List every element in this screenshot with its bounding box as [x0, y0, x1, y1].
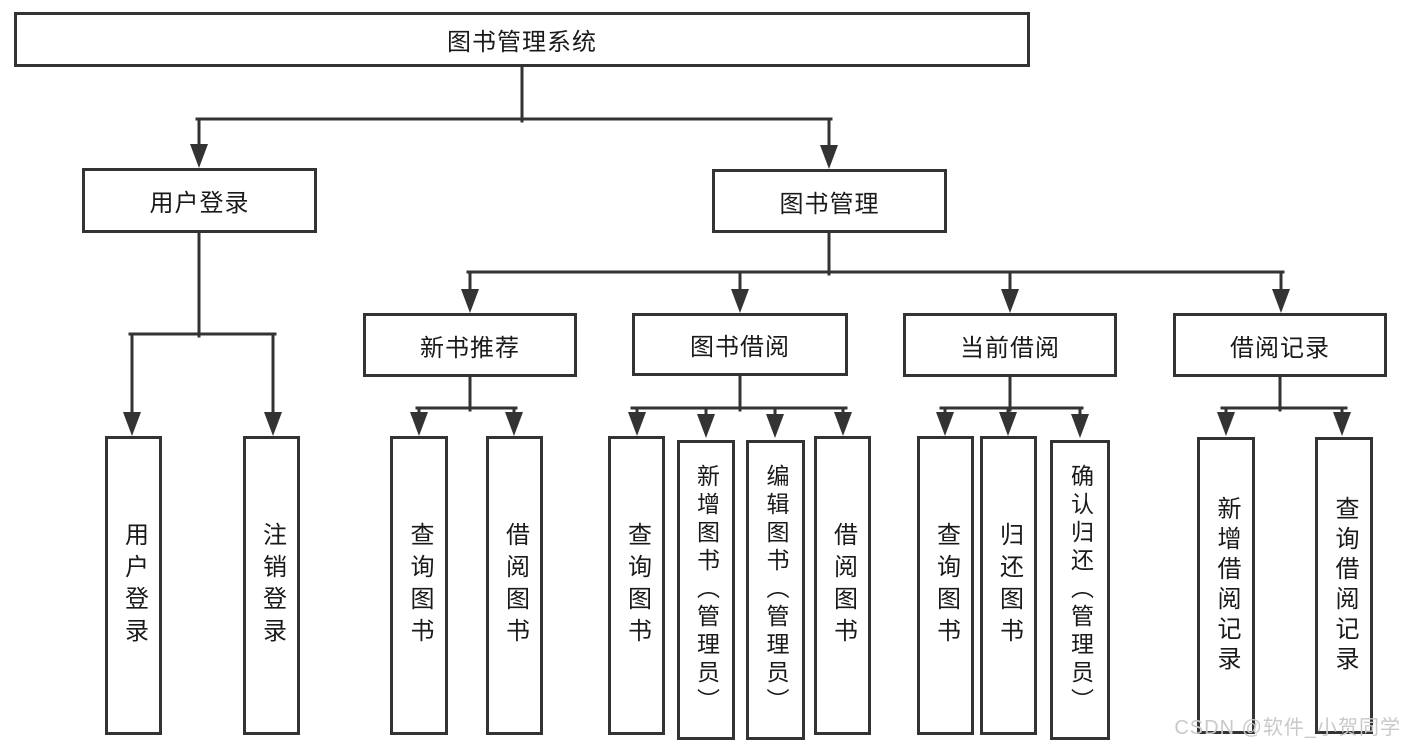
tree-branch-lines: [128, 65, 1348, 418]
leaf-current-confirm-return-admin: 确认归还（管理员）: [1050, 440, 1110, 740]
leaf-logout: 注销登录: [243, 436, 300, 735]
leaf-current-return-books: 归还图书: [980, 436, 1037, 735]
arrowhead-icons: [123, 144, 1351, 438]
node-book-borrow: 图书借阅: [632, 313, 848, 376]
leaf-newbook-query-books: 查询图书: [390, 436, 448, 735]
leaf-newbook-borrow-books: 借阅图书: [486, 436, 543, 735]
node-borrow-records: 借阅记录: [1173, 313, 1387, 377]
leaf-borrow-edit-books-admin: 编辑图书（管理员）: [746, 440, 805, 740]
node-book-management: 图书管理: [712, 169, 947, 233]
node-user-login: 用户登录: [82, 168, 317, 233]
node-new-book-recommend: 新书推荐: [363, 313, 577, 377]
leaf-records-add-record: 新增借阅记录: [1197, 437, 1255, 734]
leaf-current-query-books: 查询图书: [917, 436, 974, 735]
leaf-records-query-record: 查询借阅记录: [1315, 437, 1373, 734]
node-current-borrow: 当前借阅: [903, 313, 1117, 377]
leaf-borrow-query-books: 查询图书: [608, 436, 665, 735]
leaf-borrow-borrow-books: 借阅图书: [814, 436, 871, 735]
leaf-user-login: 用户登录: [105, 436, 162, 735]
csdn-watermark: CSDN @软件_小贺同学: [1174, 717, 1401, 739]
node-root-system: 图书管理系统: [14, 12, 1030, 67]
leaf-borrow-add-books-admin: 新增图书（管理员）: [677, 440, 735, 740]
